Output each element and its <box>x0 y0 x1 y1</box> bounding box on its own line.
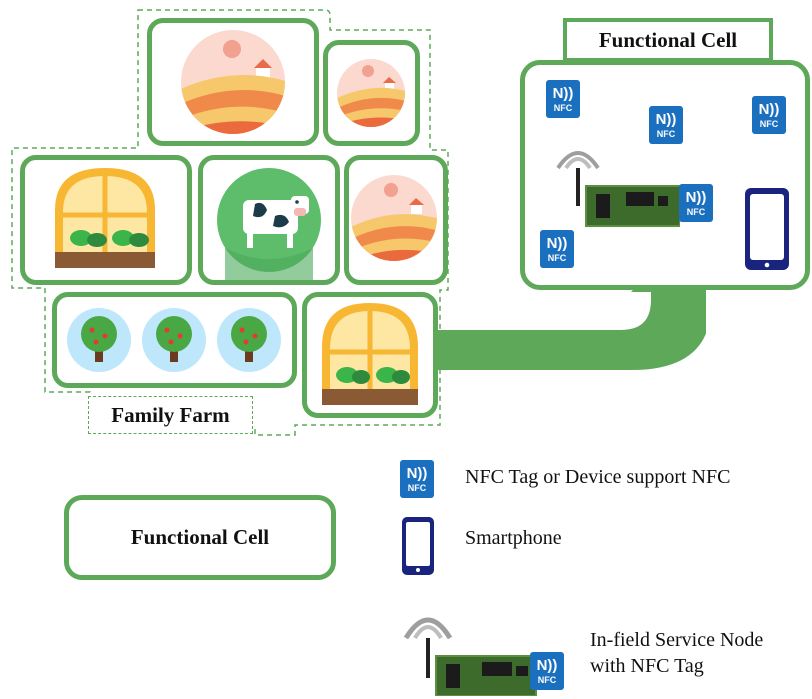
smartphone-icon <box>402 517 434 575</box>
legend-node-label: In-field Service Node with NFC Tag <box>590 627 763 679</box>
legend-nfc-label: NFC Tag or Device support NFC <box>465 466 731 488</box>
arrow-icon <box>436 280 706 370</box>
service-node-icon <box>403 617 537 696</box>
legend-node-label-line2: with NFC Tag <box>590 655 704 677</box>
smartphone-icon <box>745 188 789 270</box>
tree-icon <box>67 308 281 372</box>
nfc-icon: N))NFC <box>400 460 434 498</box>
legend-functional-cell: Functional Cell <box>64 495 336 580</box>
legend-smartphone-label: Smartphone <box>465 527 562 549</box>
farm-cell-field-small <box>323 40 420 146</box>
farm-cell-orchard <box>52 292 297 388</box>
functional-cell-title: Functional Cell <box>563 18 773 62</box>
greenhouse-icon <box>322 303 418 405</box>
family-farm-outline <box>11 9 449 436</box>
service-node-icon <box>556 151 680 227</box>
nfc-icon: N))NFC <box>679 184 713 222</box>
nfc-icon: N))NFC <box>649 106 683 144</box>
nfc-icon: N))NFC <box>530 652 564 690</box>
nfc-icon: N))NFC <box>546 80 580 118</box>
family-farm-label: Family Farm <box>88 396 253 434</box>
farm-cell-field-right <box>344 155 448 285</box>
legend-functional-cell-label: Functional Cell <box>130 525 270 549</box>
legend-node-label-line1: In-field Service Node <box>590 629 764 651</box>
field-icon <box>181 30 285 134</box>
farm-cell-greenhouse-selected <box>302 292 438 418</box>
farm-cell-cow <box>198 155 340 285</box>
field-icon <box>337 59 405 127</box>
farm-cell-field-large <box>147 18 319 146</box>
greenhouse-icon <box>55 168 155 268</box>
cow-icon <box>217 168 321 280</box>
field-icon <box>351 175 437 261</box>
nfc-icon: N))NFC <box>540 230 574 268</box>
nfc-icon: N))NFC <box>752 96 786 134</box>
farm-cell-greenhouse <box>20 155 192 285</box>
